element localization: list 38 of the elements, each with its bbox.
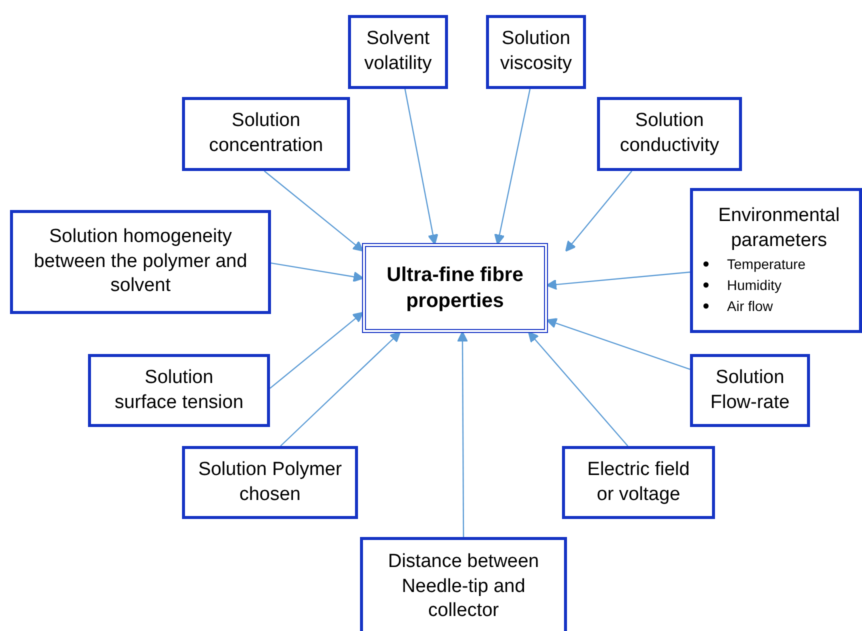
parameter-box (562, 446, 715, 519)
arrow (270, 312, 364, 389)
box-label: Solution Flow-rate (709, 366, 791, 414)
arrow (280, 332, 401, 446)
box-label: Solution surface tension (114, 366, 244, 414)
box-label: Electric field or voltage (586, 458, 691, 506)
parameter-box (182, 97, 350, 171)
arrow (404, 88, 438, 245)
central-box (362, 243, 548, 333)
parameter-box (597, 97, 742, 171)
arrow (546, 318, 690, 370)
box-label: Solvent volatility (363, 27, 433, 76)
box-label: Distance between Needle-tip and collector (386, 550, 540, 624)
parameter-box (348, 15, 448, 89)
arrow (528, 332, 628, 446)
box-label: Environmental parameters (717, 204, 841, 253)
bullet-item: Humidity (727, 276, 782, 295)
arrow (264, 170, 364, 252)
parameter-box (88, 354, 270, 427)
parameter-box (486, 15, 586, 89)
box-label: Solution conductivity (618, 109, 720, 158)
bullet-item: Air flow (727, 296, 773, 316)
parameter-box (690, 354, 810, 427)
box-label: Solution concentration (208, 109, 324, 158)
arrow (457, 331, 468, 537)
arrow (494, 88, 531, 245)
parameter-box (10, 210, 271, 314)
parameter-box (690, 188, 862, 333)
box-label: Ultra-fine fibre properties (386, 263, 524, 314)
arrow (546, 272, 690, 290)
arrow (565, 170, 632, 252)
bullet-item: Temperature (727, 254, 806, 274)
arrow (270, 262, 364, 282)
box-label: Solution Polymer chosen (197, 458, 343, 506)
box-label: Solution viscosity (499, 27, 573, 76)
parameter-box (182, 446, 358, 519)
parameter-box (360, 537, 567, 631)
box-label: Solution homogeneity between the polymer and solvent (32, 224, 248, 298)
